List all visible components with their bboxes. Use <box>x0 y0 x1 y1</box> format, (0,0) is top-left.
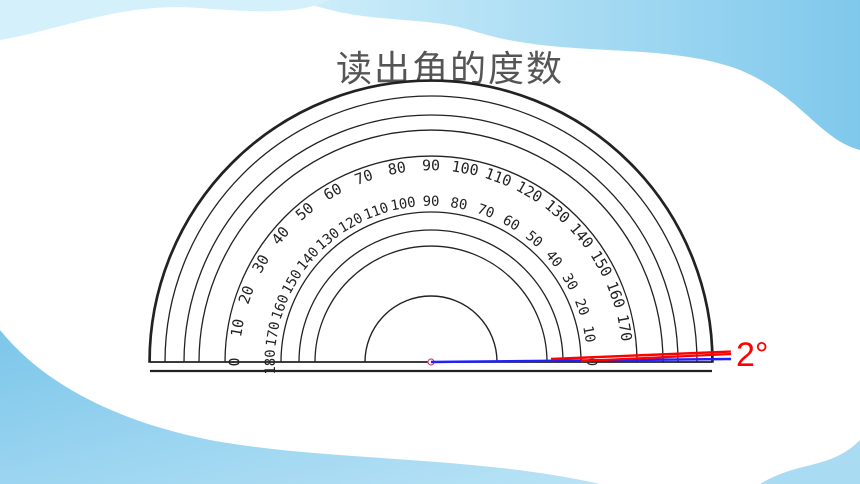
inner-scale-label: 100 <box>389 194 417 214</box>
outer-scale-label: 20 <box>235 283 258 306</box>
arc-2 <box>164 95 698 363</box>
top-right-blob <box>300 0 860 150</box>
angle-ray-red <box>550 350 731 361</box>
outer-scale-label: 80 <box>386 158 407 179</box>
arc-8 <box>314 245 548 363</box>
angle-rays <box>430 350 732 364</box>
bottom-right-blob <box>760 440 860 484</box>
outer-scale-label: 90 <box>422 157 440 175</box>
outer-scale-label: 170 <box>613 313 635 343</box>
top-left-blob <box>0 0 330 40</box>
inner-scale-label: 170 <box>263 320 283 348</box>
inner-scale-label: 80 <box>449 195 468 214</box>
inner-scale-label: 60 <box>500 212 523 234</box>
angle-ray-red-2 <box>580 352 732 363</box>
arc-6 <box>280 211 582 363</box>
outer-scale-label: 10 <box>227 317 248 338</box>
bottom-left-blob <box>0 330 600 484</box>
arc-center <box>364 295 498 363</box>
outer-scale-label: 100 <box>450 157 480 179</box>
arc-7 <box>298 229 564 363</box>
arc-outer <box>149 80 713 363</box>
protractor-arcs <box>148 79 714 363</box>
outer-scale-label: 70 <box>352 166 375 189</box>
inner-scale-label: 20 <box>571 297 592 318</box>
arc-4 <box>198 129 664 363</box>
inner-scale-label: 90 <box>423 194 440 210</box>
inner-scale-label: 30 <box>558 271 580 294</box>
inner-scale-label: 10 <box>579 325 598 344</box>
inner-scale-label: 70 <box>475 201 496 222</box>
arc-5 <box>224 155 638 363</box>
angle-value-label: 2° <box>736 336 769 374</box>
protractor-body <box>148 79 714 363</box>
arc-3 <box>183 114 679 363</box>
